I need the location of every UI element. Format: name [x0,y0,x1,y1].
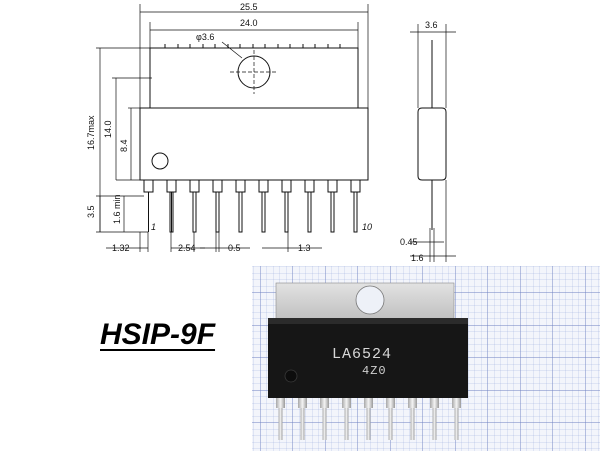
leads [143,179,361,233]
photo-hole [355,285,385,315]
dim-tab-width: 24.0 [240,18,258,28]
dim-lead-offset: 1.6 [411,253,424,263]
side-view [410,24,456,262]
dim-pin-to-hole: 8.4 [119,139,129,152]
dim-lead-spacing: 1.3 [298,243,311,253]
dim-body-height: 14.0 [103,120,113,138]
dim-edge-offset: 1.32 [112,243,130,253]
pin-label-last: 10 [362,222,372,232]
photo-leads [276,398,461,440]
dim-lead-width: 0.5 [228,243,241,253]
pin1-index [151,152,169,170]
dim-hole-diameter: φ3.6 [196,32,214,42]
photo-index-dot [284,369,298,383]
dim-lead-thickness: 0.45 [400,237,418,247]
photo-marking-line2: 4Z0 [362,364,387,378]
package-body [139,107,369,181]
dim-lead-length: 3.5 [86,205,96,218]
dim-side-thickness: 3.6 [425,20,438,30]
photo-body [268,318,468,398]
dim-pitch: 2.54 [178,243,196,253]
component-photo: LA6524 4Z0 [252,266,600,451]
package-name-label: HSIP-9F [100,318,216,351]
dim-lead-min: 1.6 min [112,194,122,224]
pin-label-first: 1 [151,222,156,232]
front-view [139,41,369,233]
dim-overall-width: 25.5 [240,2,258,12]
dim-max-height: 16.7max [86,115,96,150]
dimension-lines [96,4,369,252]
photo-marking-line1: LA6524 [332,346,392,363]
tab-notches [164,44,341,48]
